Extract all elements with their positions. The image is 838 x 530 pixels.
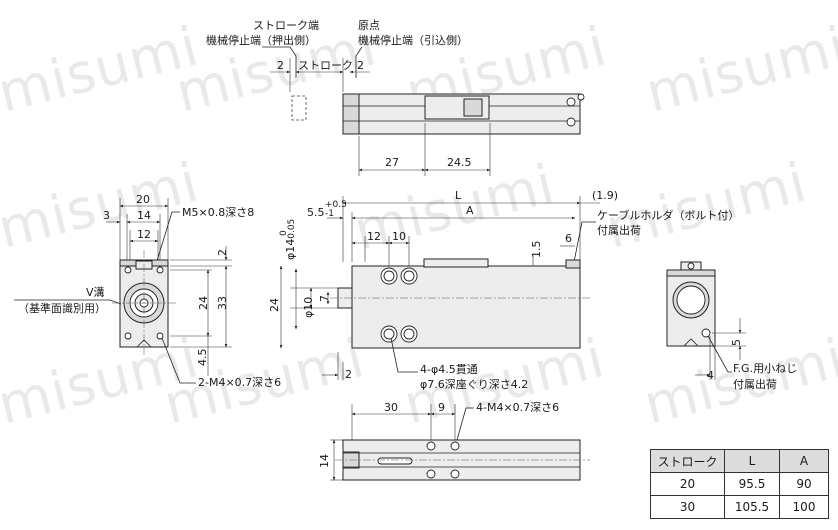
table-header-L: L: [724, 449, 780, 473]
side-thread-top: M5×0.8深さ8: [182, 206, 254, 219]
table-cell: 100: [779, 495, 829, 519]
fg-screw-label: F.G.用小ねじ: [733, 362, 797, 375]
front-view: L (1.9) A 5.5 +0.5 -1 ケーブルホルダ（ボルト付） 付属出荷…: [268, 189, 739, 391]
front-dim-phi14-tol-lower: -0.05: [287, 219, 297, 242]
bottom-view: 30 9 4-M4×0.7深さ6 14: [318, 401, 590, 481]
origin-stopper-label: 機械停止端（引込側）: [358, 33, 468, 47]
front-dim-1-9: (1.9): [592, 189, 618, 202]
bottom-dim-9: 9: [438, 401, 445, 414]
front-dim-2: 2: [345, 368, 352, 381]
v-groove-label: V溝: [86, 286, 105, 299]
front-dim-10: 10: [392, 230, 406, 243]
side-dim-20: 20: [136, 193, 150, 206]
front-dim-phi14: φ14: [284, 239, 297, 260]
fg-screw-sub-label: 付属出荷: [733, 377, 777, 391]
front-dim-phi10: φ10: [302, 297, 315, 318]
watermark-text: misumi: [640, 14, 838, 124]
front-dim-6: 6: [565, 232, 572, 245]
top-view: ストローク端 機械停止端（押出側） 原点 機械停止端（引込側） 2 ストローク …: [206, 19, 585, 176]
table-cell: 90: [779, 472, 829, 496]
end-dim-5: 5: [730, 339, 743, 346]
hole-callout-line-1: 4-φ4.5貫通: [420, 363, 478, 376]
table-header-row: ストローク L A: [650, 449, 829, 473]
table-cell: 20: [650, 472, 725, 496]
table-row: 20 95.5 90: [650, 472, 829, 496]
front-dim-5-5-tol-upper: +0.5: [325, 200, 347, 210]
table-cell: 105.5: [724, 495, 780, 519]
cable-holder-label: ケーブルホルダ（ボルト付）: [597, 208, 739, 222]
top-dim-stroke: ストローク: [298, 59, 353, 72]
cable-holder-sub-label: 付属出荷: [597, 223, 641, 237]
side-dim-14: 14: [137, 209, 151, 222]
front-dim-1-5: 1.5: [530, 241, 543, 259]
side-dim-24: 24: [197, 296, 210, 310]
side-dim-12: 12: [137, 228, 151, 241]
front-dim-5-5-tol-lower: -1: [325, 209, 334, 219]
top-dim-24-5: 24.5: [447, 156, 472, 169]
origin-label: 原点: [358, 19, 380, 32]
side-dim-33: 33: [216, 296, 229, 310]
bottom-thread-label: 4-M4×0.7深さ6: [476, 401, 559, 414]
bottom-dim-14: 14: [318, 454, 331, 468]
top-dim-2-right: 2: [357, 59, 364, 72]
watermark-text: misumi: [600, 150, 813, 260]
v-groove-sub-label: （基準面識別用）: [18, 301, 106, 315]
front-dim-12: 12: [367, 230, 381, 243]
side-dim-3: 3: [103, 209, 110, 222]
stroke-dimension-table: ストローク L A 20 95.5 90 30 105.5 100: [650, 449, 829, 519]
table-cell: 95.5: [724, 472, 780, 496]
side-dim-4-5: 4.5: [196, 349, 209, 367]
top-dim-2-left: 2: [277, 59, 284, 72]
front-dim-L: L: [455, 189, 462, 202]
side-dim-2: 2: [216, 249, 229, 256]
table-cell: 30: [650, 495, 725, 519]
hole-callout-line-2: φ7.6深座ぐり深さ4.2: [420, 377, 528, 391]
top-dim-27: 27: [385, 156, 399, 169]
front-dim-24: 24: [268, 298, 281, 312]
stroke-end-stopper-label: 機械停止端（押出側）: [206, 33, 316, 47]
watermark-text: misumi: [0, 150, 205, 260]
side-thread-bottom: 2-M4×0.7深さ6: [198, 376, 281, 389]
front-dim-7: 7: [318, 295, 331, 302]
front-dim-phi14-tol-upper: 0: [279, 230, 289, 236]
end-view: 5 4 F.G.用小ねじ 付属出荷: [666, 261, 797, 391]
end-dim-4: 4: [707, 369, 714, 382]
table-row: 30 105.5 100: [650, 495, 829, 519]
front-dim-A: A: [466, 204, 474, 217]
stroke-end-label: ストローク端: [253, 19, 319, 32]
table-header-A: A: [779, 449, 829, 473]
front-dim-5-5: 5.5: [307, 206, 325, 219]
side-view: 20 3 14 12 M5×0.8深さ8 V溝 （基準面識別用）: [14, 193, 281, 389]
bottom-dim-30: 30: [384, 401, 398, 414]
table-header-stroke: ストローク: [650, 449, 725, 473]
